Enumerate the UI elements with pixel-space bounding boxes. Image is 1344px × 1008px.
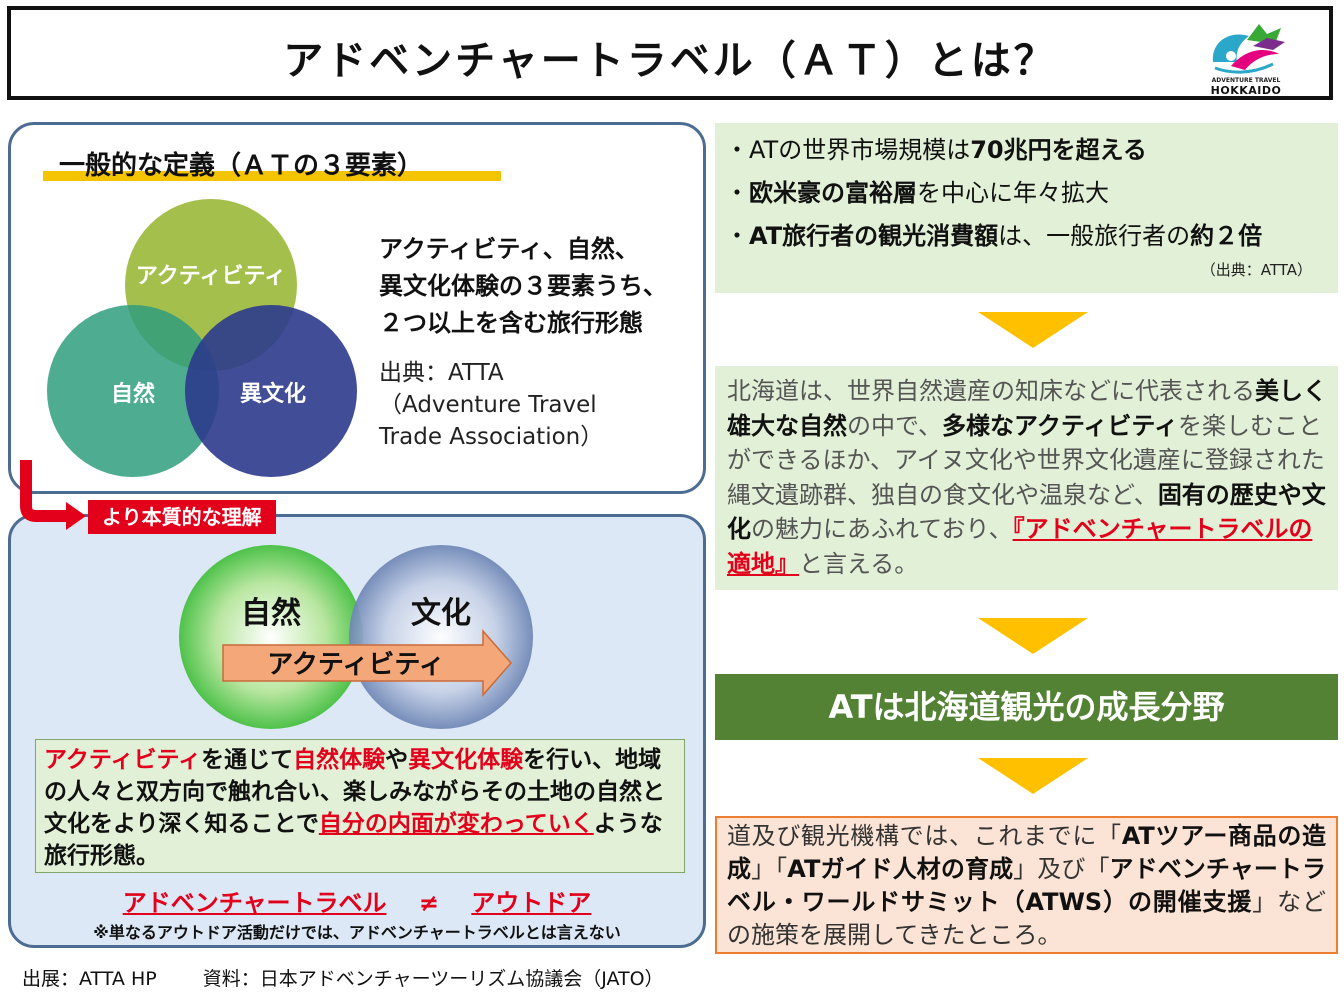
not-equal-statement: アドベンチャートラベル ≠ アウトドア <box>11 883 703 918</box>
source-line: 出典：ATTA <box>379 360 504 386</box>
footer-sources: 出展：ATTA HP 資料：日本アドベンチャーツーリズム協議会（JATO） <box>22 964 704 991</box>
definition-line: アクティビティ、自然、 <box>379 235 639 263</box>
essential-description: アクティビティを通じて自然体験や異文化体験を行い、地域の人々と双方向で触れ合い、… <box>35 739 685 873</box>
essential-understanding-label: より本質的な理解 <box>88 500 276 534</box>
growth-field-banner: ATは北海道観光の成長分野 <box>715 674 1338 740</box>
market-line-growth: ・欧米豪の富裕層を中心に年々拡大 <box>725 179 1109 207</box>
heading-underline <box>43 171 501 181</box>
definition-line: ２つ以上を含む旅行形態 <box>379 309 643 337</box>
venn-circle-nature <box>47 305 219 477</box>
desc-text: を行い、地域の人々と双方向で触れ合い、楽しみながらその土地の自然と文化をより深く… <box>44 747 665 837</box>
definition-line: 異文化体験の３要素うち、 <box>379 272 667 300</box>
footer-source-jato: 資料：日本アドベンチャーツーリズム協議会（JATO） <box>202 968 664 990</box>
circle-nature-label: 自然 <box>241 596 301 631</box>
desc-text: ような旅行形態。 <box>44 811 663 869</box>
definition-heading: 一般的な定義（ＡＴの３要素） <box>59 151 424 181</box>
red-bend-arrow-icon <box>20 460 86 530</box>
policy-description: 道及び観光機構では、これまでに「ATツアー商品の造成」「ATガイド人材の育成」及… <box>715 816 1338 954</box>
market-source: （出典：ATTA） <box>1200 261 1312 279</box>
down-arrow-icon <box>978 312 1088 348</box>
neq-left: アドベンチャートラベル <box>122 889 387 917</box>
market-line-spending: ・AT旅行者の観光消費額は、一般旅行者の約２倍 <box>725 222 1263 250</box>
source-line: （Adventure Travel <box>379 392 597 418</box>
market-line-size: ・ATの世界市場規模は70兆円を超える <box>725 136 1147 164</box>
circle-nature <box>179 545 363 729</box>
down-arrow-icon <box>978 618 1088 654</box>
market-box: ・ATの世界市場規模は70兆円を超える ・欧米豪の富裕層を中心に年々拡大 ・AT… <box>715 123 1338 293</box>
desc-text: を通じて <box>201 747 294 773</box>
activity-arrow <box>222 629 512 697</box>
three-elements-venn: アクティビティ 自然 異文化 <box>47 199 357 477</box>
logo-line2: HOKKAIDO <box>1210 84 1282 97</box>
circle-culture-label: 文化 <box>411 596 471 631</box>
hokkaido-description: 北海道は、世界自然遺産の知床などに代表される美しく雄大な自然の中で、多様なアクテ… <box>715 366 1338 590</box>
nature-culture-venn: 自然 文化 アクティビティ <box>179 545 533 729</box>
circle-culture <box>349 545 533 729</box>
definition-panel: 一般的な定義（ＡＴの３要素） アクティビティ 自然 異文化 アクティビティ、自然… <box>8 122 706 494</box>
title-box: アドベンチャートラベル（ＡＴ）とは？ ADVENTURE TRAVEL HOKK… <box>7 6 1333 100</box>
suitable-place-highlight: 『アドベンチャートラベルの適地』 <box>727 515 1313 578</box>
desc-text: や <box>385 747 409 773</box>
definition-source: 出典：ATTA （Adventure Travel Trade Associat… <box>379 357 603 453</box>
hokkaido-logo-icon <box>1212 24 1285 74</box>
desc-nature-experience: 自然体験 <box>293 747 386 773</box>
not-equal-note: ※単なるアウトドア活動だけでは、アドベンチャートラベルとは言えない <box>93 923 621 942</box>
footer-source-atta: 出展：ATTA HP <box>22 968 157 990</box>
desc-activity: アクティビティ <box>44 747 202 773</box>
activity-arrow-label: アクティビティ <box>267 650 445 680</box>
venn-circle-culture <box>185 305 357 477</box>
venn-label-culture: 異文化 <box>240 381 306 407</box>
definition-text: アクティビティ、自然、 異文化体験の３要素うち、 ２つ以上を含む旅行形態 <box>379 231 667 342</box>
desc-culture-experience: 異文化体験 <box>408 747 524 773</box>
neq-sign: ≠ <box>418 889 439 917</box>
logo: ADVENTURE TRAVEL HOKKAIDO <box>1201 20 1291 98</box>
source-line: Trade Association） <box>379 424 604 450</box>
venn-label-nature: 自然 <box>111 381 155 407</box>
page-title: アドベンチャートラベル（ＡＴ）とは？ <box>283 38 1057 84</box>
venn-label-activity: アクティビティ <box>136 264 286 289</box>
logo-line1: ADVENTURE TRAVEL <box>1211 77 1281 84</box>
desc-inner-change: 自分の内面が変わっていく <box>318 811 594 837</box>
down-arrow-icon <box>978 758 1088 794</box>
neq-right: アウトドア <box>471 889 592 917</box>
essential-panel: 自然 文化 アクティビティ アクティビティを通じて自然体験や異文化体験を行い、地… <box>8 514 706 948</box>
